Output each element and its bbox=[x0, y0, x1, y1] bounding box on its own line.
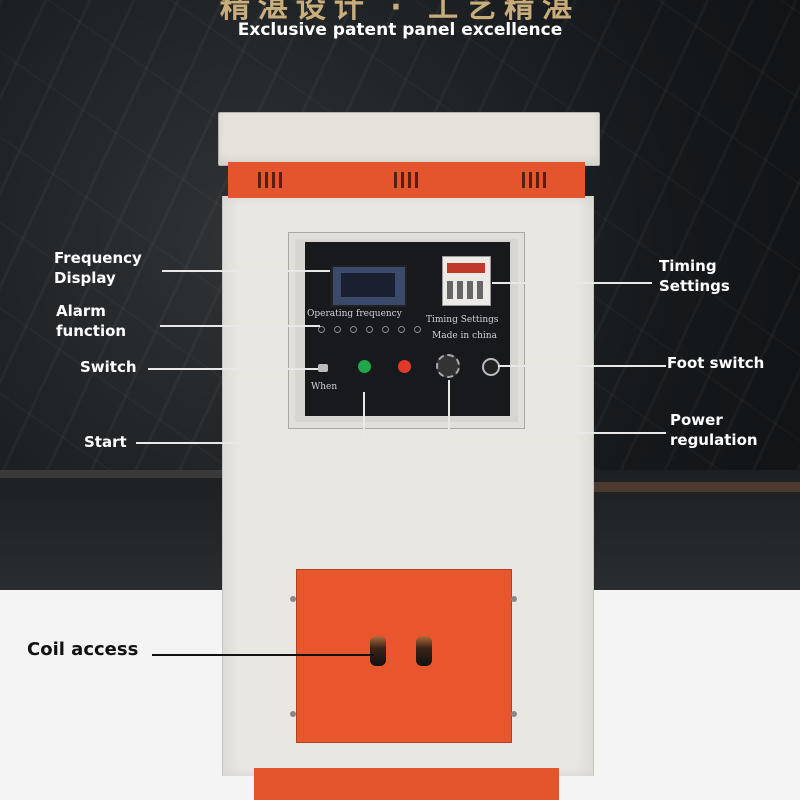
callout-line-alarm bbox=[160, 325, 320, 327]
panel-label-when: When bbox=[311, 382, 338, 392]
cabinet-lid bbox=[218, 112, 600, 166]
callout-vline-start bbox=[363, 392, 365, 444]
panel-label-timing-settings: Timing Settings bbox=[426, 315, 499, 325]
start-button[interactable] bbox=[358, 360, 371, 373]
callout-power-regulation: Power regulation bbox=[670, 411, 758, 449]
screw bbox=[290, 596, 296, 602]
callout-line-power bbox=[450, 432, 666, 434]
vent-left bbox=[258, 172, 282, 188]
screw bbox=[511, 711, 517, 717]
switch-toggle[interactable] bbox=[318, 364, 328, 372]
callout-vline-power bbox=[448, 380, 450, 434]
callout-coil-access: Coil access bbox=[27, 639, 139, 660]
callout-frequency-display: Frequency Display bbox=[54, 249, 142, 287]
vent-right bbox=[522, 172, 546, 188]
screw bbox=[511, 596, 517, 602]
screw bbox=[290, 711, 296, 717]
coil-terminal-right bbox=[416, 636, 432, 666]
callout-start: Start bbox=[84, 433, 127, 451]
callout-line-frequency bbox=[162, 270, 330, 272]
foot-switch-jack[interactable] bbox=[482, 358, 500, 376]
callout-line-switch bbox=[148, 368, 318, 370]
callout-timing-settings: Timing Settings bbox=[659, 257, 730, 295]
header-title: Exclusive patent panel excellence bbox=[237, 20, 563, 40]
callout-foot-switch: Foot switch bbox=[667, 354, 765, 372]
power-knob[interactable] bbox=[436, 354, 460, 378]
vent-middle bbox=[394, 172, 418, 188]
alarm-leds bbox=[318, 326, 421, 333]
panel-label-operating-frequency: Operating frequency bbox=[307, 309, 402, 319]
cabinet-base bbox=[254, 768, 559, 800]
callout-line-timing bbox=[492, 282, 652, 284]
callout-alarm-function: Alarm function bbox=[56, 302, 127, 340]
bench-right bbox=[578, 482, 800, 492]
coil-access-door bbox=[296, 569, 512, 743]
timer-display[interactable] bbox=[442, 256, 491, 306]
callout-switch: Switch bbox=[80, 358, 137, 376]
coil-terminal-left bbox=[370, 636, 386, 666]
callout-line-coil bbox=[152, 654, 374, 656]
callout-line-start bbox=[136, 442, 364, 444]
panel-label-made-in: Made in china bbox=[432, 331, 497, 341]
stop-button[interactable] bbox=[398, 360, 411, 373]
bench-left bbox=[0, 470, 240, 478]
callout-line-foot bbox=[498, 365, 666, 367]
frequency-display bbox=[331, 265, 407, 307]
header-title-cn: 精湛设计 · 工艺精湛 bbox=[219, 0, 581, 25]
top-vent-band bbox=[228, 162, 585, 198]
